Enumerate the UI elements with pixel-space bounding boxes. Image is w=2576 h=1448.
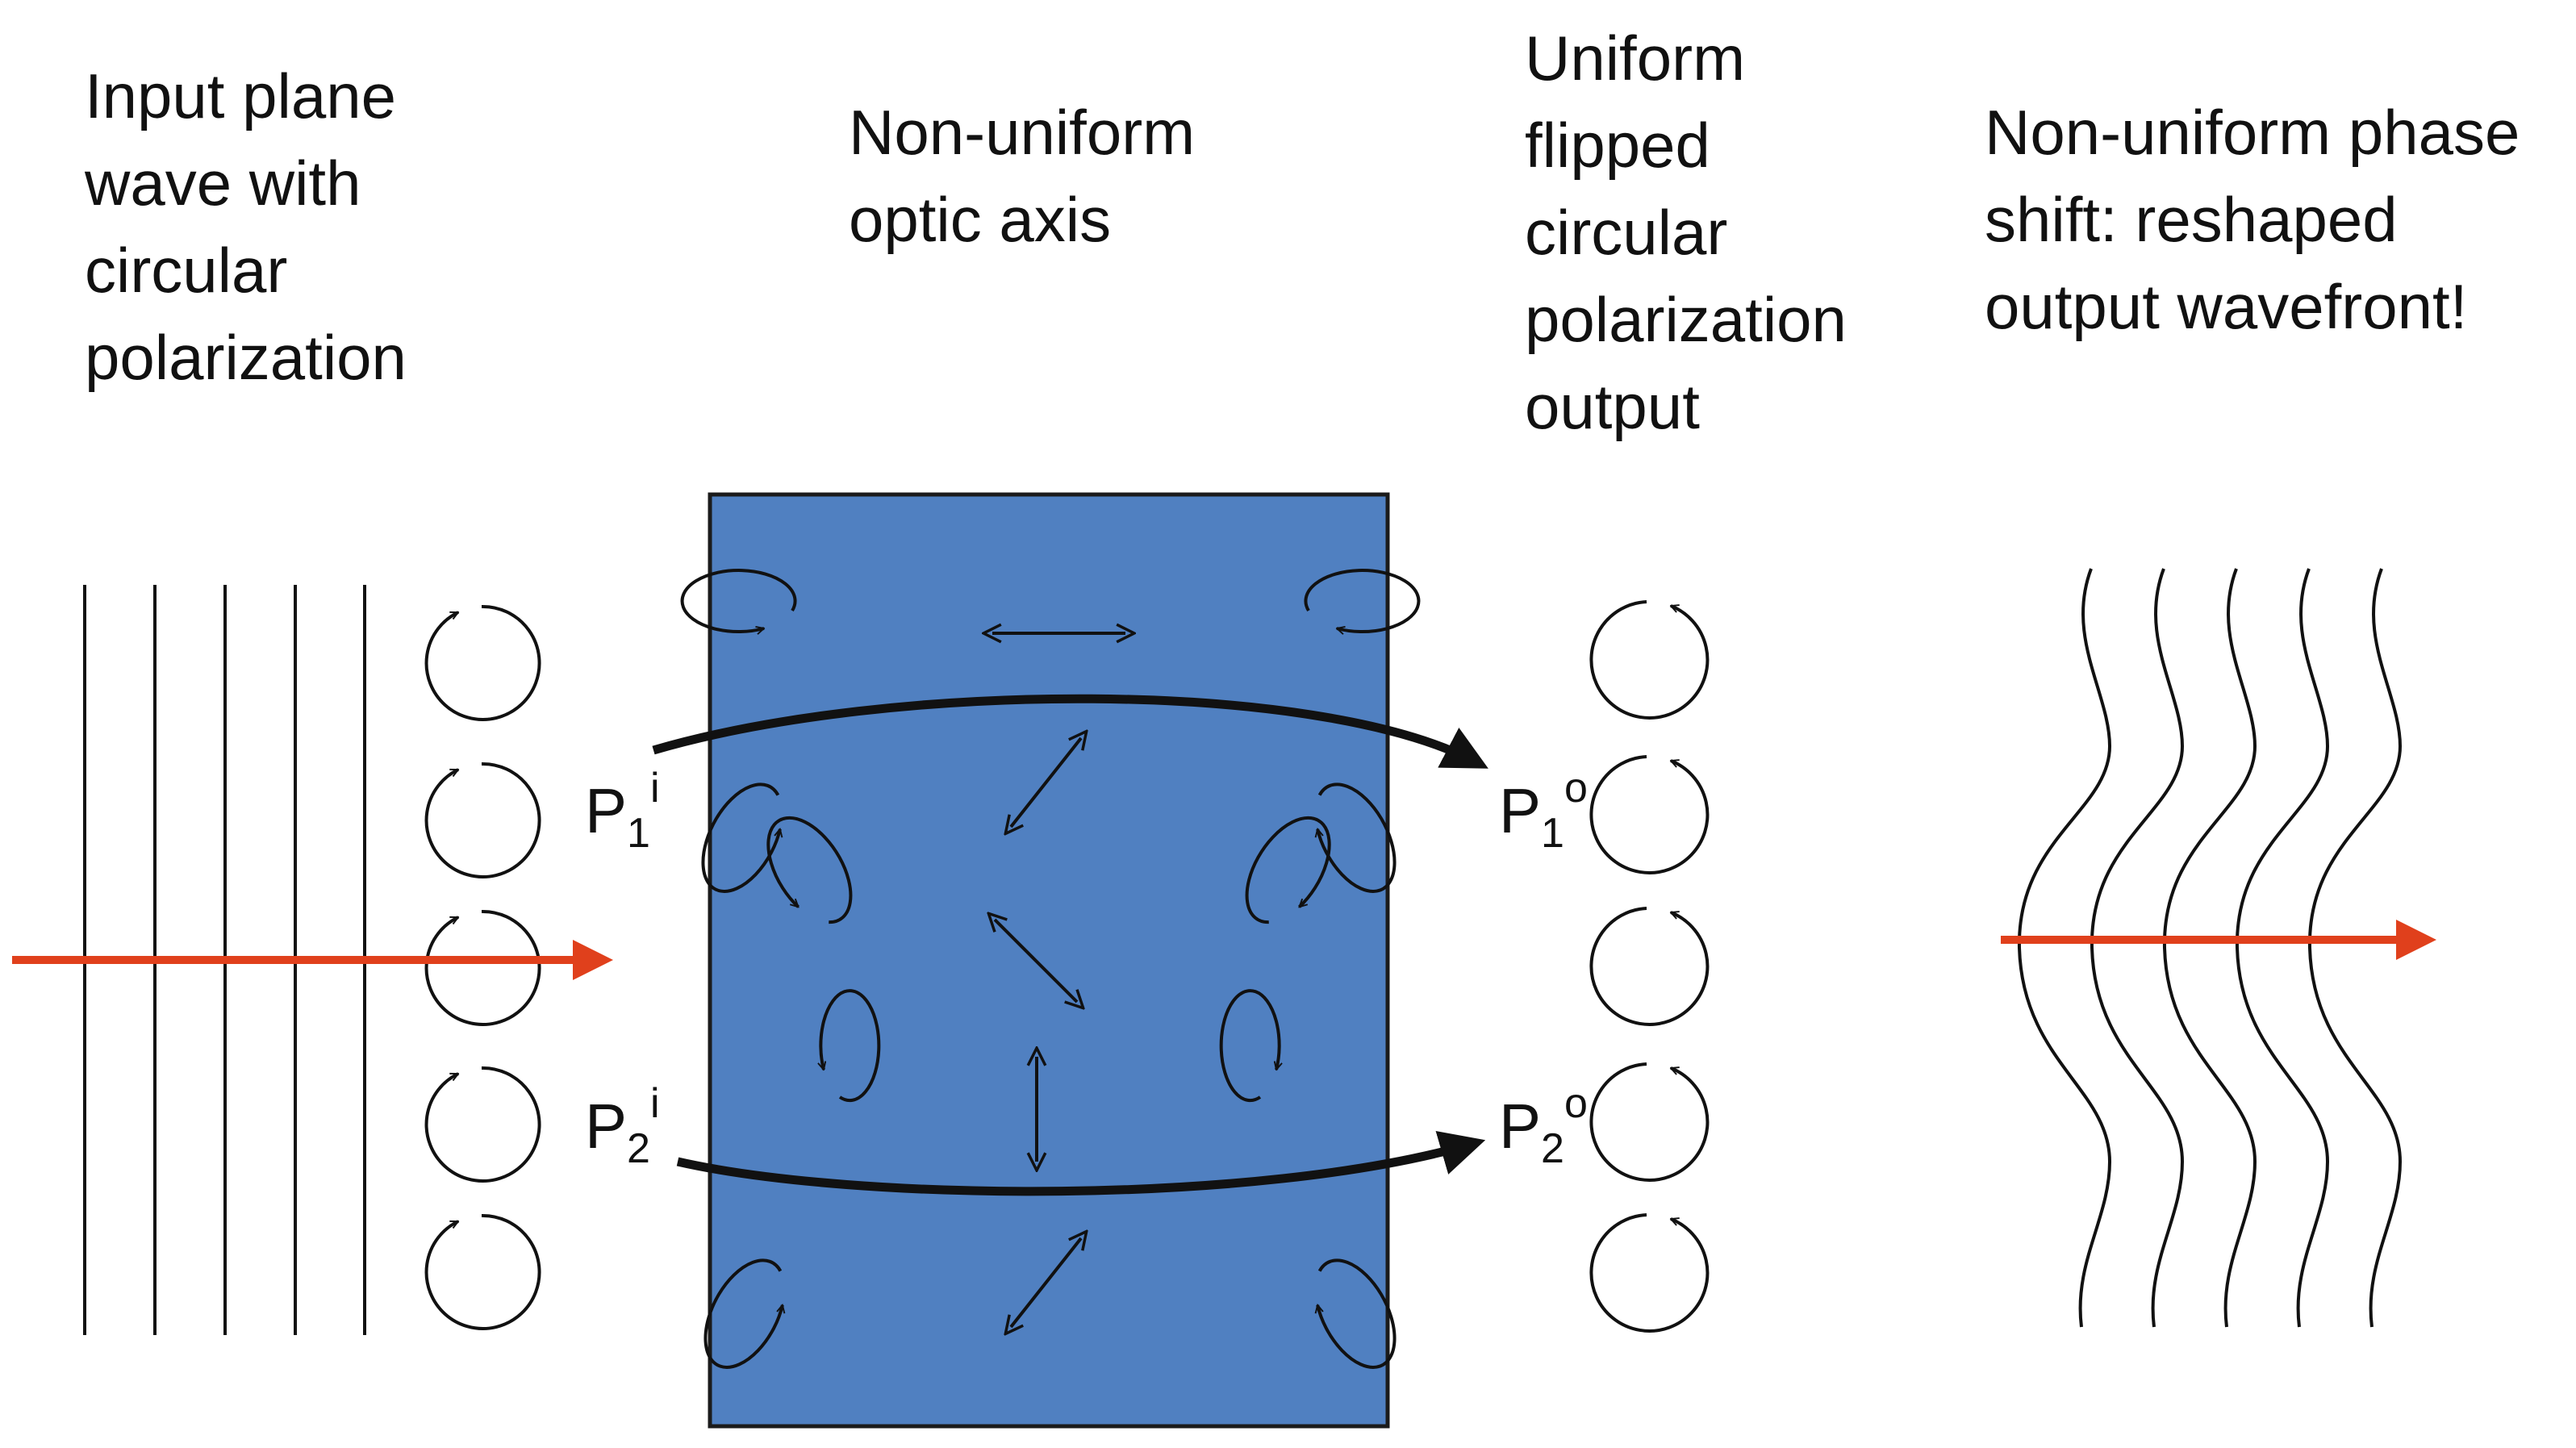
caption-input-plane-wave: Input plane wave with circular polarizat… [85,52,407,401]
circular-arrow-icon [1589,755,1710,874]
wavefront-curve [2307,568,2403,1328]
label-p1-output: P1o [1499,765,1588,857]
double-arrow-icon [1011,738,1081,827]
path-arrow-p1 [652,694,1488,769]
caption-line: shift: reshaped [1985,184,2398,255]
elliptical-arrow-icon [1300,1258,1397,1369]
caption-line: polarization [1525,284,1847,355]
wavefront-curve [2235,568,2330,1328]
caption-uniform-output: Uniform flipped circular polarization ou… [1525,15,1847,450]
path-arrow-p2 [676,1131,1486,1196]
label-p2-input: P2i [585,1080,660,1172]
caption-line: optic axis [849,184,1112,255]
caption-line: Uniform [1525,23,1746,94]
label-p2-output: P2o [1499,1080,1588,1172]
caption-line: flipped [1525,110,1710,181]
elliptical-arrow-icon [1304,569,1421,632]
double-arrow-icon [1011,1238,1081,1327]
label-p1-input: P1i [585,765,660,857]
wavefront-curve [2162,568,2257,1328]
circular-arrow-icon [424,909,541,1026]
elliptical-arrow-icon [701,782,798,893]
circular-arrow-icon [1589,1213,1710,1333]
caption-line: polarization [85,322,407,393]
caption-optic-axis: Non-uniform optic axis [849,89,1195,263]
elliptical-arrow-icon [766,816,853,924]
circular-arrow-icon [424,1213,541,1330]
output-polarization-column [1589,600,1710,1333]
double-arrow-icon [995,920,1077,1002]
caption-line: Non-uniform [849,97,1196,168]
wavefront-curve [2090,568,2185,1328]
wavefront-curve [2017,568,2112,1328]
circular-arrow-icon [1589,1062,1710,1182]
elliptical-arrow-icon [1245,816,1331,924]
caption-reshaped-wavefront: Non-uniform phase shift: reshaped output… [1985,89,2520,350]
output-wavefronts [2017,568,2403,1328]
elliptical-arrow-icon [703,1258,800,1369]
elliptical-arrow-icon [1300,782,1397,893]
caption-line: Input plane [85,61,397,131]
caption-line: Non-uniform phase [1985,97,2520,168]
elliptical-arrow-icon [680,569,797,632]
circular-arrow-icon [424,604,541,721]
elliptical-arrow-icon [820,989,881,1103]
input-polarization-column [424,604,541,1330]
circular-arrow-icon [1589,907,1710,1026]
elliptical-arrow-icon [1219,989,1280,1103]
caption-line: wave with [85,148,361,219]
caption-line: output [1525,371,1700,442]
optic-axis-column [992,633,1125,1327]
caption-line: output wavefront! [1985,271,2468,342]
caption-line: circular [1525,197,1728,268]
plate-left-polarization-column [680,569,881,1369]
plate-right-polarization-column [1219,569,1421,1369]
circular-arrow-icon [1589,600,1710,720]
caption-line: circular [85,235,288,306]
circular-arrow-icon [424,1066,541,1183]
circular-arrow-icon [424,762,541,878]
